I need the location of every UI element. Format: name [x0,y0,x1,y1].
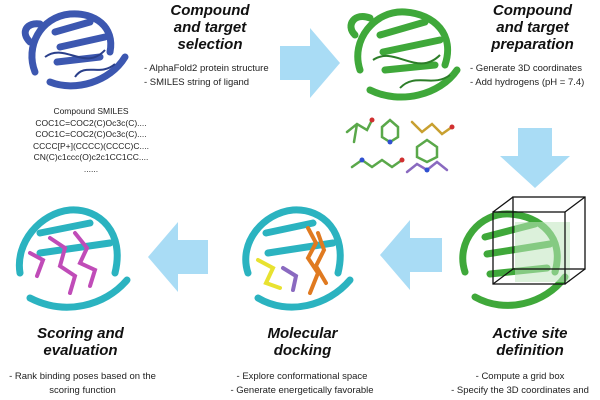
protein-structure-icon [21,10,129,90]
step-selection-title: Compound and target selection [150,2,270,53]
flow-arrow-icon [500,128,570,188]
title-line: selection [177,36,243,53]
smiles-list: Compound SMILES COC1C=COC2(C)Oc3c(C)....… [27,106,155,175]
step-scoring-bullets: - Rank binding poses based on the scorin… [0,370,165,398]
bullet-item: - AlphaFold2 protein structure [144,63,269,74]
title-line: Compound [170,2,250,19]
bullet-item: - Generate energetically favorable [230,385,374,396]
title-line: evaluation [43,342,118,359]
ligand-structures-icon [345,117,455,174]
bullet-item: - Rank binding poses based on the [9,371,156,382]
bullet-item: - Explore conformational space [236,371,368,382]
title-line: Compound [492,2,573,19]
title-line: preparation [491,36,574,53]
step-selection-bullets: - AlphaFold2 protein structure - SMILES … [144,62,269,90]
title-line: and target [496,19,569,36]
title-line: Molecular [267,325,338,342]
step-preparation-title: Compound and target preparation [470,2,595,53]
smiles-header: Compound SMILES [53,106,129,116]
title-line: docking [273,342,332,359]
flow-arrow-icon [148,222,208,292]
step-scoring-title: Scoring and evaluation [18,325,143,359]
bullet-item: - Add hydrogens (pH = 7.4) [470,77,585,88]
smiles-item: ...... [83,163,99,174]
flow-arrow-icon [380,220,442,290]
title-line: and target [173,19,247,36]
flow-arrow-icon [280,28,340,98]
step-preparation-bullets: - Generate 3D coordinates - Add hydrogen… [470,62,584,90]
protein-structure-icon [347,8,461,101]
smiles-item: CN(C)c1ccc(O)c2c1CC1CC.... [33,152,149,162]
bullet-item: - Compute a grid box [475,371,565,382]
bullet-item: scoring function [49,385,116,396]
step-active-site-bullets: - Compute a grid box - Specify the 3D co… [440,370,600,398]
step-active-site-title: Active site definition [470,325,590,359]
step-docking-title: Molecular docking [240,325,365,359]
smiles-item: CCCC[P+](CCCC)(CCCC)C.... [33,140,149,151]
protein-structure-icon [242,206,354,311]
step-docking-bullets: - Explore conformational space - Generat… [222,370,382,398]
grid-box-icon [459,196,586,309]
bullet-item: - Generate 3D coordinates [470,63,582,74]
title-line: Scoring and [37,325,124,342]
smiles-item: COC1C=COC2(C)Oc3c(C).... [35,129,147,139]
bullet-item: - SMILES string of ligand [144,77,250,88]
title-line: definition [496,342,564,359]
bullet-item: - Specify the 3D coordinates and [451,385,589,396]
smiles-item: COC1C=COC2(C)Oc3c(C).... [35,117,147,128]
title-line: Active site [492,325,568,342]
protein-structure-icon [15,206,131,311]
